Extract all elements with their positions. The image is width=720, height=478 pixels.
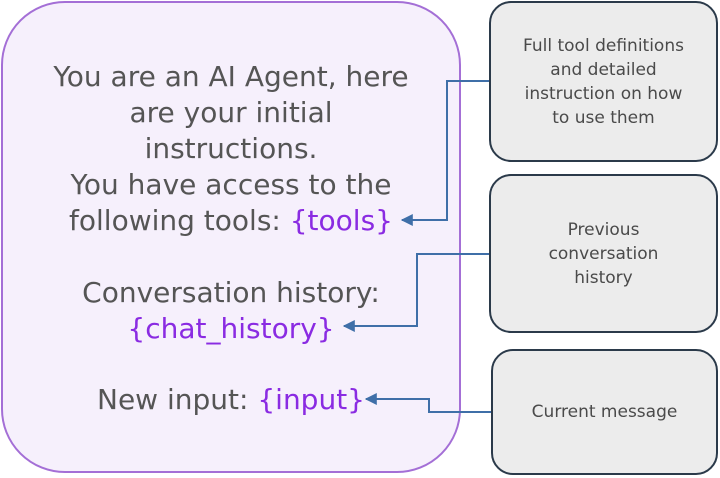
- tools-prefix: following tools:: [69, 204, 290, 237]
- history-box-line-1: Previous: [567, 219, 640, 240]
- history-box-line-3: history: [574, 267, 633, 288]
- tools-variable: {tools}: [289, 204, 393, 237]
- chat-history-variable: {chat_history}: [127, 312, 335, 345]
- prompt-input-line: New input: {input}: [0, 383, 462, 417]
- input-variable: {input}: [257, 383, 365, 416]
- prompt-line-4: You have access to the: [70, 168, 392, 201]
- prompt-line-3: instructions.: [144, 132, 318, 165]
- tool-box-line-2: and detailed: [550, 59, 657, 80]
- current-message-label: Current message: [531, 402, 678, 422]
- input-prefix: New input:: [97, 383, 258, 416]
- previous-history-box: Previous conversation history: [489, 174, 718, 333]
- tool-box-line-4: to use them: [552, 107, 655, 128]
- prompt-line-2: are your initial: [129, 96, 333, 129]
- tool-box-line-1: Full tool definitions: [523, 35, 684, 56]
- tool-box-line-3: instruction on how: [524, 83, 683, 104]
- conversation-history-label: Conversation history:: [82, 276, 380, 309]
- prompt-template-box: [1, 1, 461, 473]
- prompt-tools-line: following tools: {tools}: [0, 204, 462, 238]
- tool-definitions-box: Full tool definitions and detailed instr…: [489, 1, 718, 162]
- history-box-line-2: conversation: [548, 243, 659, 264]
- prompt-line-1: You are an AI Agent, here: [53, 60, 409, 93]
- current-message-box: Current message: [491, 349, 718, 475]
